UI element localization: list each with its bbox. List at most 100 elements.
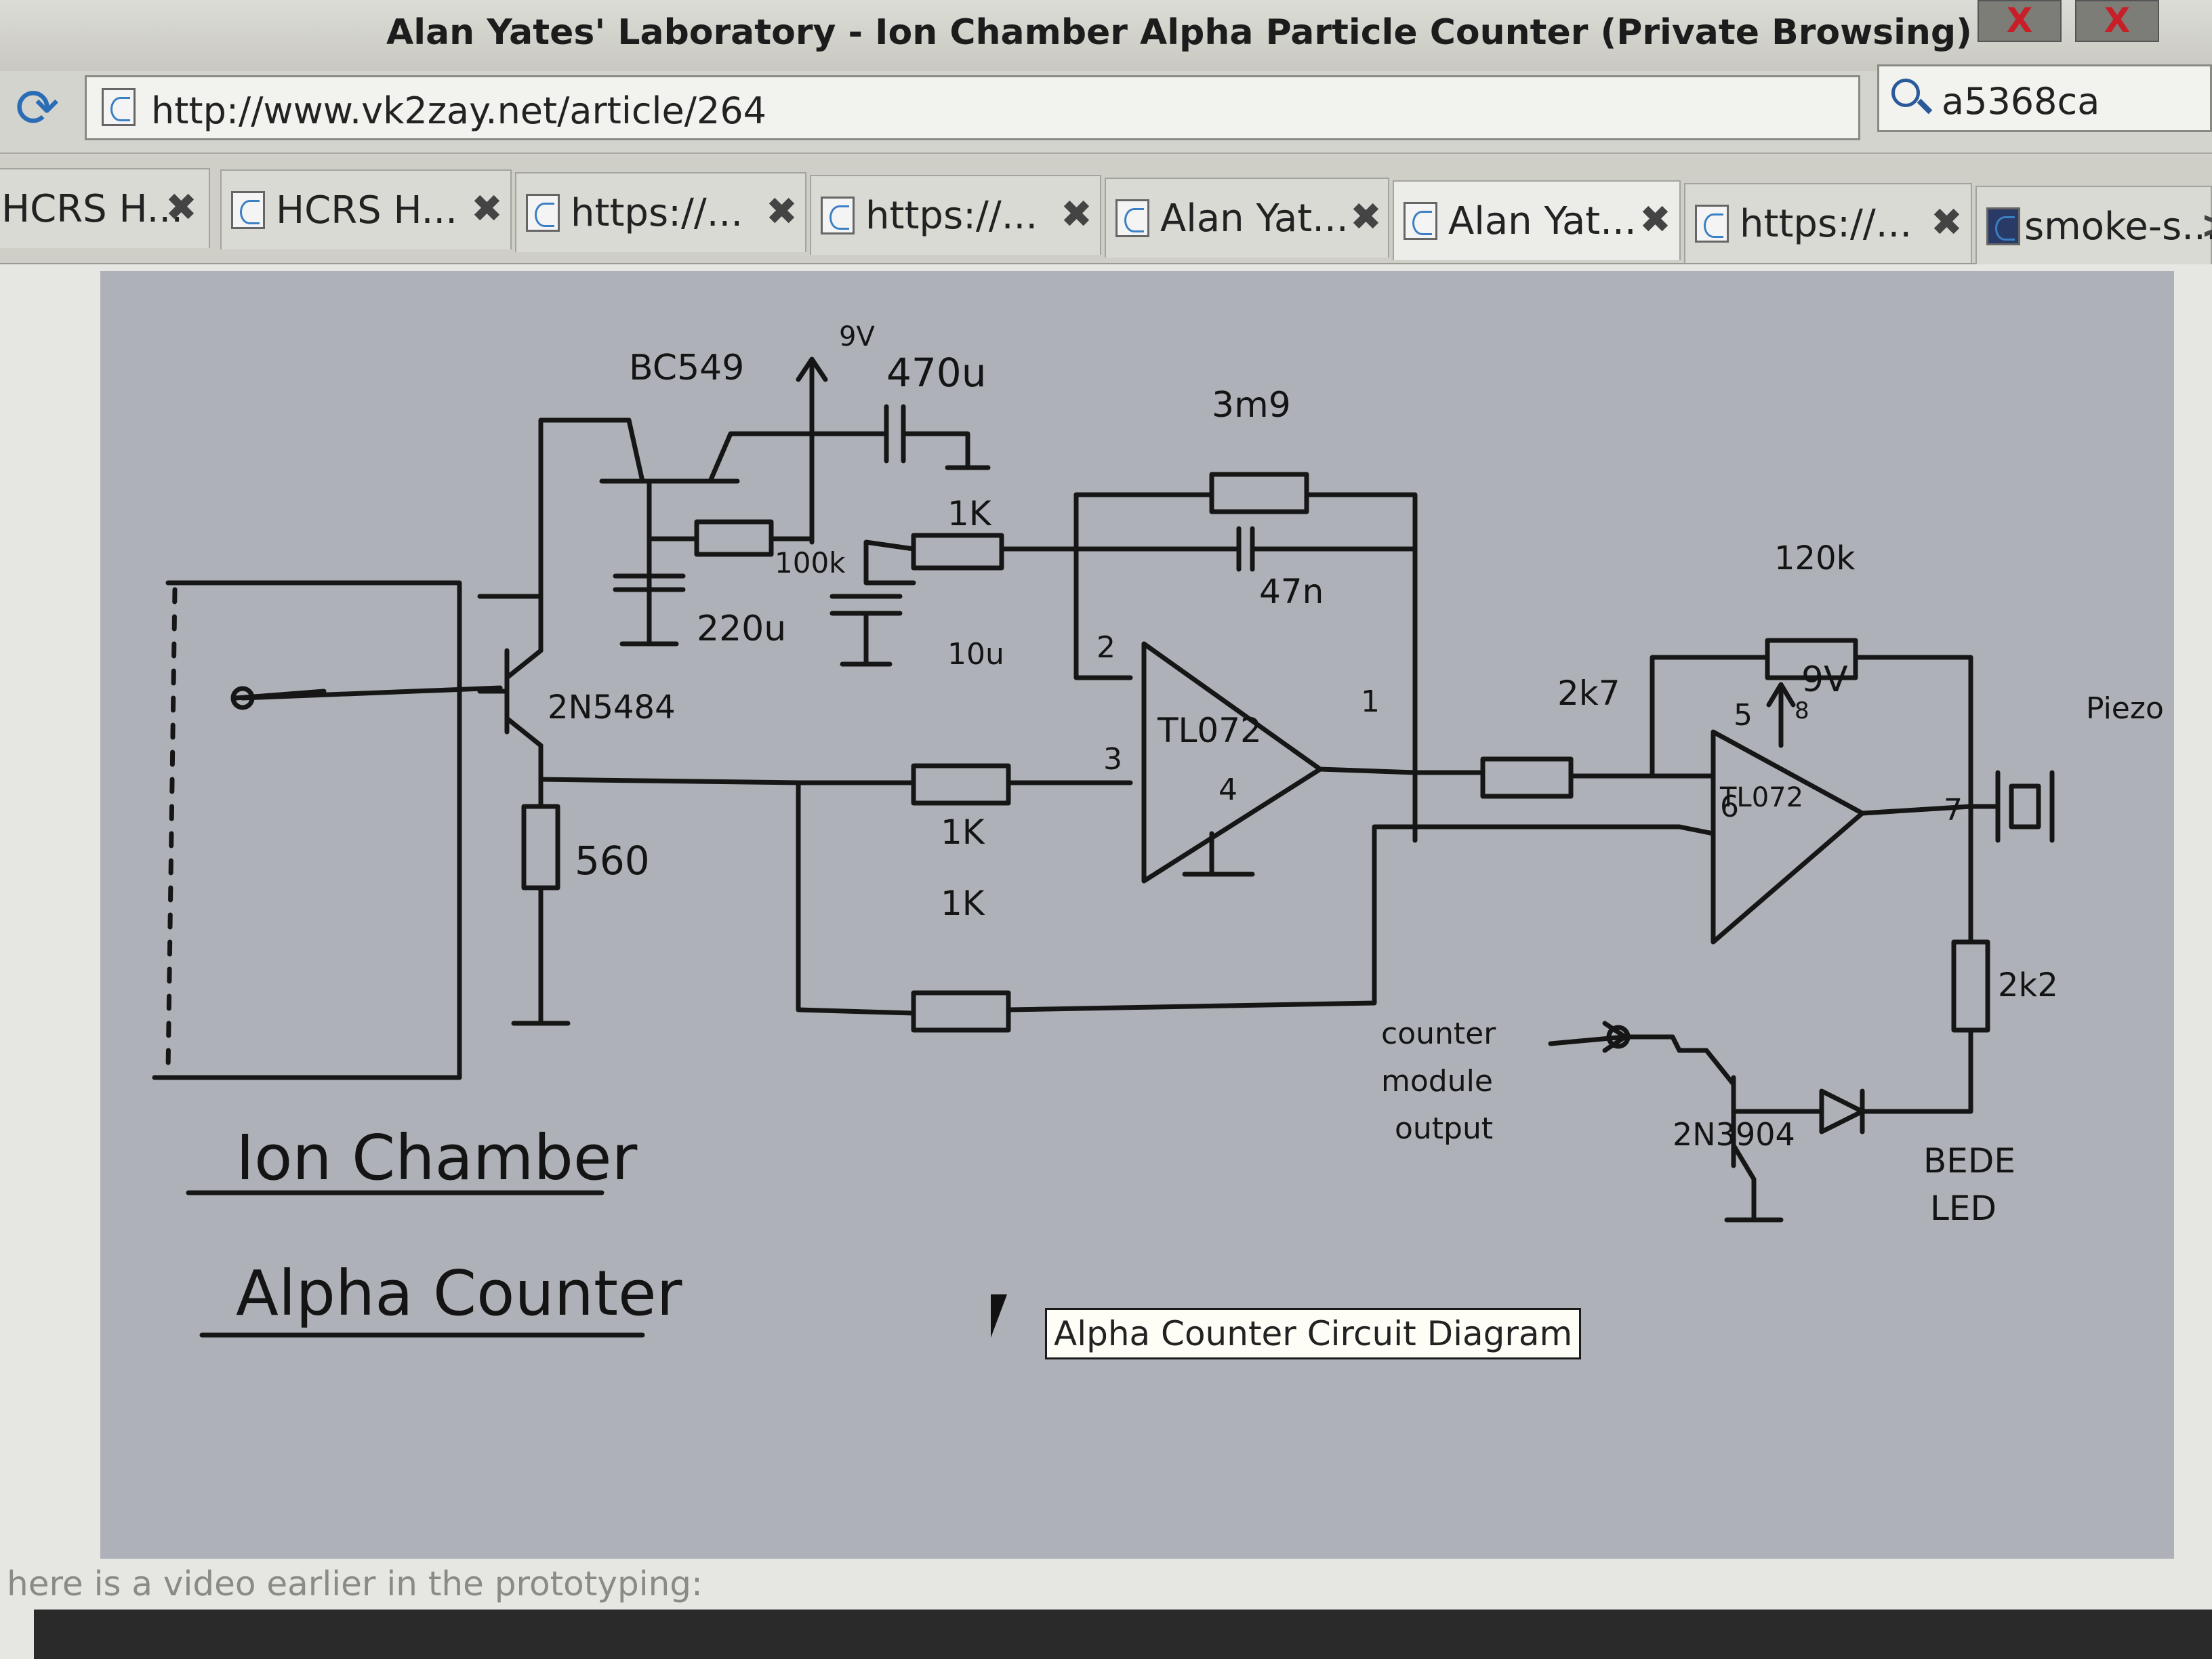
- bjt-bc549: [599, 417, 815, 484]
- label-2n5484: 2N5484: [548, 689, 676, 726]
- tab-close-icon[interactable]: ✖: [1350, 195, 1382, 239]
- ion-chamber-box: [152, 580, 462, 1080]
- label-1k-bot: 1K: [941, 884, 985, 923]
- navigation-bar: ⟳ http://www.vk2zay.net/article/264: [0, 71, 2212, 154]
- label-pin5: 5: [1734, 698, 1753, 733]
- tab-label: HCRS H...: [276, 188, 457, 232]
- label-10u: 10u: [947, 637, 1004, 672]
- tab-close-icon[interactable]: ✖: [1931, 201, 1963, 245]
- tab-8[interactable]: smoke-s... >: [1975, 186, 2212, 266]
- label-560: 560: [575, 838, 650, 884]
- piezo-buzzer: [1968, 770, 2055, 843]
- capacitor-220u: [613, 573, 686, 647]
- close-window-button[interactable]: X: [2075, 0, 2159, 42]
- label-bede: BEDE: [1923, 1141, 2015, 1181]
- opamp-tl072-a: [1141, 641, 1323, 884]
- tab-label: Alan Yat...: [1160, 197, 1349, 241]
- page-icon: [526, 194, 560, 232]
- label-470u: 470u: [886, 350, 986, 396]
- image-icon: [1986, 207, 2020, 245]
- diagram-title-line-2: Alpha Counter: [236, 1257, 682, 1330]
- resistor-3m9: [1209, 472, 1309, 514]
- page-content: BC549 9V 470u 3m9 1K 100k 220u 10u 47n 1…: [0, 264, 2212, 1659]
- tab-7[interactable]: https://... ✖: [1684, 183, 1972, 263]
- tab-scroll-right-icon[interactable]: >: [2200, 203, 2212, 247]
- window-titlebar: Alan Yates' Laboratory - Ion Chamber Alp…: [0, 0, 2212, 73]
- diagram-title-line-1: Ion Chamber: [236, 1122, 638, 1194]
- tab-3[interactable]: https://... ✖: [515, 172, 806, 252]
- label-tl072-a: TL072: [1157, 711, 1262, 750]
- mouse-cursor-icon: [991, 1294, 1007, 1338]
- tab-label: https://...: [571, 191, 743, 235]
- label-pin7: 7: [1944, 793, 1963, 827]
- jfet-2n5484: [477, 648, 544, 748]
- tab-5[interactable]: Alan Yat... ✖: [1105, 178, 1389, 258]
- label-pin4: 4: [1218, 773, 1237, 807]
- led-bede: [1778, 1088, 1865, 1134]
- label-220u: 220u: [697, 609, 786, 649]
- tab-1[interactable]: HCRS H... ✖: [0, 168, 210, 248]
- bjt-2n3904: [1670, 1034, 1784, 1223]
- label-2n3904: 2N3904: [1673, 1116, 1795, 1153]
- resistor-120k: [1765, 638, 1858, 680]
- resistor-2k2: [1951, 939, 1990, 1033]
- page-icon: [231, 191, 265, 229]
- circuit-diagram-image: BC549 9V 470u 3m9 1K 100k 220u 10u 47n 1…: [100, 271, 2174, 1559]
- tab-4[interactable]: https://... ✖: [810, 175, 1101, 255]
- label-bc549: BC549: [629, 348, 744, 388]
- label-piezo: Piezo: [2086, 691, 2164, 726]
- label-tl072-b: TL072: [1719, 782, 1803, 813]
- label-pin8: 8: [1795, 697, 1809, 724]
- search-icon: [1891, 79, 1920, 107]
- resistor-1k-mid: [911, 763, 1011, 806]
- resistor-1k-bot: [911, 990, 1011, 1033]
- label-1k-mid: 1K: [941, 813, 985, 852]
- page-icon: [821, 197, 855, 234]
- capacitor-10u: [830, 594, 903, 667]
- tab-2[interactable]: HCRS H... ✖: [220, 169, 512, 249]
- label-2k2: 2k2: [1998, 966, 2058, 1004]
- label-pin2: 2: [1097, 630, 1115, 665]
- video-embed[interactable]: [34, 1610, 2212, 1659]
- tab-label: https://...: [1740, 202, 1912, 246]
- tab-close-icon[interactable]: ✖: [766, 190, 798, 234]
- label-1k-top: 1K: [947, 494, 992, 533]
- reload-icon[interactable]: ⟳: [15, 78, 60, 139]
- arrow-icon: [1548, 1021, 1628, 1053]
- label-module: module: [1381, 1064, 1493, 1099]
- tab-close-icon[interactable]: ✖: [471, 187, 503, 231]
- tab-6-active[interactable]: Alan Yat... ✖: [1393, 180, 1681, 260]
- tab-label: HCRS H...: [1, 187, 183, 231]
- label-output: output: [1395, 1111, 1493, 1146]
- label-counter: counter: [1381, 1017, 1496, 1051]
- label-100k: 100k: [775, 546, 846, 579]
- tab-close-icon[interactable]: ✖: [1639, 198, 1671, 242]
- label-47n: 47n: [1259, 572, 1324, 611]
- search-value: a5368ca: [1942, 80, 2100, 123]
- resistor-2k7: [1480, 756, 1574, 799]
- resistor-1k-top: [911, 533, 1004, 571]
- tab-label: https://...: [865, 194, 1038, 238]
- capacitor-470u: [809, 404, 991, 470]
- opamp-tl072-b: [1711, 729, 1865, 945]
- article-caption: here is a video earlier in the prototypi…: [7, 1564, 703, 1603]
- url-bar[interactable]: http://www.vk2zay.net/article/264: [85, 75, 1860, 140]
- tab-close-icon[interactable]: ✖: [1061, 192, 1092, 237]
- tab-close-icon[interactable]: ✖: [165, 186, 197, 230]
- tab-label: Alan Yat...: [1448, 199, 1637, 243]
- page-icon: [1404, 202, 1437, 240]
- tab-label: smoke-s...: [2024, 205, 2212, 249]
- label-3m9: 3m9: [1212, 385, 1291, 426]
- resistor-560: [521, 804, 560, 890]
- label-pin6: 6: [1720, 790, 1739, 824]
- label-pin3: 3: [1103, 742, 1122, 777]
- search-input[interactable]: a5368ca: [1877, 64, 2212, 132]
- label-9v-right: 9V: [1801, 659, 1848, 700]
- supply-9v-arrow-right: [1766, 682, 1796, 748]
- capacitor-47n: [1073, 526, 1418, 572]
- tab-bar: HCRS H... ✖ HCRS H... ✖ https://... ✖ ht…: [0, 155, 2212, 266]
- url-text: http://www.vk2zay.net/article/264: [151, 89, 767, 132]
- label-9v-top: 9V: [839, 321, 875, 352]
- label-120k: 120k: [1774, 539, 1856, 577]
- minimize-button[interactable]: X: [1978, 0, 2062, 42]
